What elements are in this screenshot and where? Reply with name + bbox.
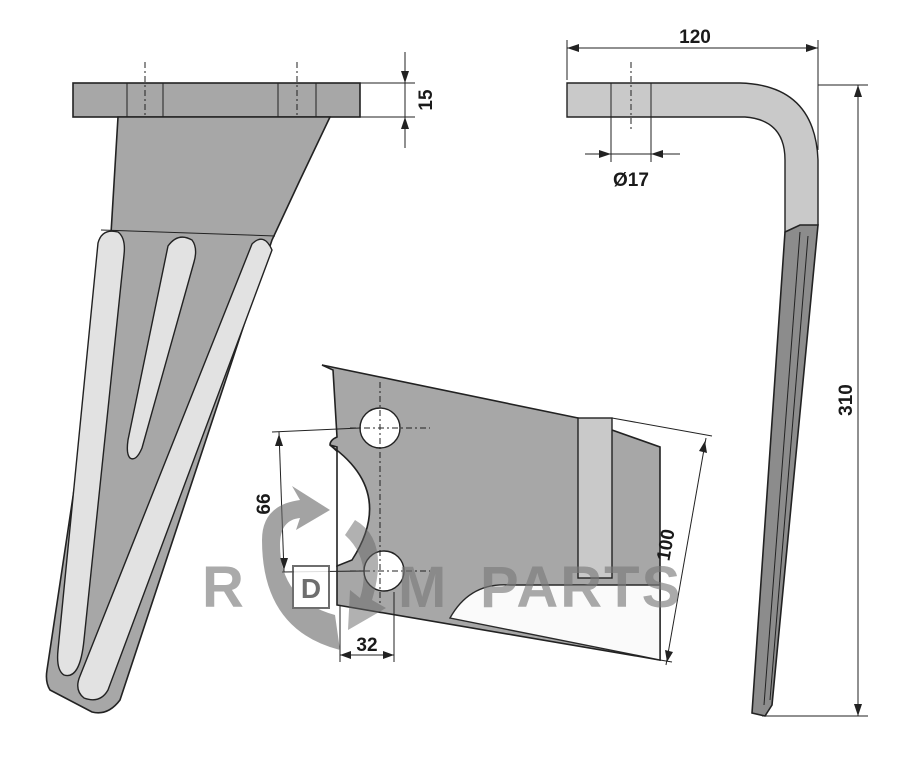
watermark-letter-m: M	[398, 555, 448, 620]
dim-plate-thickness: 15	[416, 89, 437, 111]
watermark-emblem-letter: D	[301, 573, 321, 604]
slot-left	[56, 230, 126, 677]
dim-width-top: 120	[679, 27, 711, 48]
watermark-logo: D R M PARTS	[202, 486, 682, 650]
dim-hole-edge-offset: 32	[356, 635, 377, 656]
watermark-word-parts: PARTS	[480, 555, 682, 620]
plate-top-view: 66 32 100	[254, 364, 713, 666]
mounting-plate	[72, 82, 361, 118]
plate-edge-strip	[577, 417, 613, 579]
recycle-arrow-icon	[262, 486, 340, 650]
front-view: 15	[45, 52, 437, 714]
slot-right	[77, 238, 273, 701]
slot-center	[126, 236, 197, 460]
dim-hole-spacing: 66	[254, 493, 275, 514]
side-profile-upper	[566, 82, 819, 233]
emblem-box	[292, 565, 330, 609]
dim-hole-diameter: Ø17	[613, 170, 649, 191]
watermark-letter-r: R	[202, 555, 246, 620]
side-view: 120 Ø17 310	[566, 27, 868, 717]
dim-height-total: 310	[836, 384, 857, 416]
side-profile-blade	[751, 224, 819, 717]
